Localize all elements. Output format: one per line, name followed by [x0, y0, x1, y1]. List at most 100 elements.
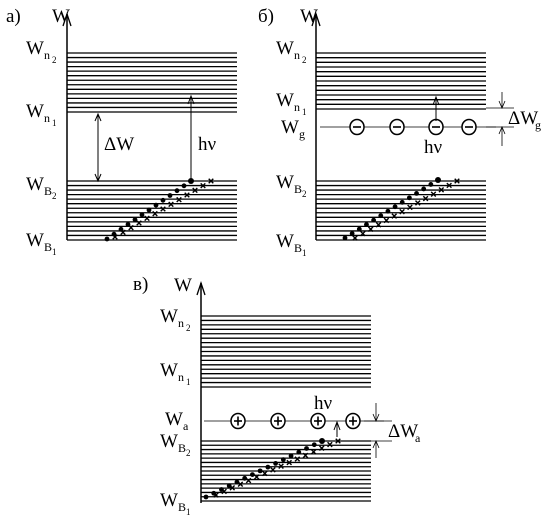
panel-a-photon-label: hν: [198, 134, 217, 155]
electron-dot: [399, 199, 405, 205]
panel-b-level-b2: W B 2: [276, 172, 307, 199]
svg-text:W: W: [276, 231, 294, 252]
svg-text:2: 2: [186, 323, 191, 333]
panel-a-conduction-band: [67, 52, 237, 113]
electron-dot: [342, 235, 348, 241]
hole-cross: [128, 224, 134, 231]
hole-cross: [136, 220, 142, 226]
svg-text:B: B: [178, 441, 186, 455]
svg-text:W: W: [276, 172, 294, 193]
hole-cross: [176, 196, 182, 203]
minus-circle-icon: [428, 118, 444, 136]
svg-text:n: n: [44, 111, 50, 125]
electron-dot: [146, 207, 152, 213]
electron-dot: [153, 202, 159, 208]
panel-b-photon-label: hν: [424, 137, 443, 158]
electron-dot: [167, 193, 173, 198]
hole-cross: [200, 182, 206, 189]
svg-text:2: 2: [52, 191, 57, 201]
panel-c-axis-arrow-icon: [196, 280, 206, 296]
electron-dot: [288, 453, 294, 459]
electron-dot: [385, 208, 391, 214]
panel-c: в) W W n 2 W n 1 W a W B 2 W B 1: [133, 274, 421, 517]
svg-text:W: W: [26, 101, 44, 122]
electron-dot: [296, 449, 302, 455]
hole-cross: [221, 488, 227, 495]
electron-dot: [304, 446, 309, 451]
electron-dot: [160, 197, 166, 203]
panel-b-delta-sub: g: [535, 118, 541, 132]
panel-c-delta-sub: a: [415, 431, 421, 445]
panel-a-level-n1: W n 1: [26, 101, 57, 128]
hole-cross: [438, 186, 445, 193]
minus-circle-icon: [389, 118, 405, 136]
electron-dot: [139, 212, 145, 218]
svg-text:2: 2: [52, 55, 57, 65]
panel-a-holes: [112, 178, 214, 240]
electron-dot: [226, 483, 232, 489]
electron-dot: [356, 226, 362, 232]
electron-dot: [234, 479, 240, 485]
plus-circle-icon: [345, 412, 361, 430]
hole-cross: [335, 438, 341, 444]
electron-dot: [203, 494, 209, 500]
hole-cross: [327, 441, 333, 448]
svg-text:1: 1: [186, 377, 191, 387]
minus-circle-icon: [349, 118, 365, 136]
electron-dot: [181, 183, 187, 189]
panel-b-level-g: W g: [281, 117, 305, 141]
panel-a-tag: а): [6, 6, 21, 27]
electron-dot: [273, 461, 278, 466]
hole-cross: [245, 477, 252, 484]
hole-cross: [375, 222, 382, 228]
hole-cross: [270, 467, 276, 473]
svg-text:W: W: [160, 360, 178, 381]
hole-cross: [446, 182, 452, 189]
electron-dot: [174, 188, 180, 194]
hole-cross: [454, 178, 460, 184]
hole-cross: [213, 492, 219, 498]
svg-text:B: B: [44, 184, 52, 198]
panel-c-delta-marker: [364, 403, 392, 458]
hole-cross: [229, 485, 236, 491]
svg-text:2: 2: [186, 448, 191, 458]
electron-dot: [371, 217, 377, 223]
panel-a-level-n2: W n 2: [26, 38, 57, 65]
electron-dot: [392, 204, 398, 210]
panel-c-tag: в): [133, 274, 148, 295]
panel-b-holes: [352, 178, 460, 241]
panel-b-photon-arrow: [432, 95, 440, 121]
hole-cross: [407, 204, 413, 211]
electron-dot: [118, 226, 124, 232]
panel-c-axis-label: W: [174, 275, 192, 296]
electron-dot: [435, 177, 441, 183]
plus-circle-icon: [270, 412, 286, 430]
hole-cross: [399, 208, 405, 215]
panel-a-gap-arrow: [94, 112, 102, 183]
hole-cross: [360, 230, 366, 237]
svg-text:1: 1: [52, 247, 57, 257]
panel-b-delta-label: ΔW: [508, 108, 538, 129]
panel-a-axis-label: W: [52, 6, 70, 27]
panel-a: а) W W n 2 W n 1 W B 2 W B 1: [6, 6, 237, 257]
panel-c-acceptor-ions: [230, 412, 361, 430]
electron-dot: [349, 231, 355, 236]
hole-cross: [367, 226, 374, 233]
hole-cross: [192, 187, 198, 194]
plus-circle-icon: [230, 412, 246, 430]
panel-a-electrons: [104, 178, 194, 242]
svg-text:W: W: [276, 38, 294, 59]
svg-text:B: B: [178, 500, 186, 514]
hole-cross: [208, 178, 214, 184]
panel-c-photon-arrow: [333, 420, 341, 437]
electron-dot: [265, 464, 271, 470]
svg-text:n: n: [294, 100, 300, 114]
panel-b-level-b1: W B 1: [276, 231, 307, 258]
svg-text:g: g: [299, 127, 305, 141]
electron-dot: [378, 213, 384, 219]
panel-a-level-b1: W B 1: [26, 230, 57, 257]
hole-cross: [414, 200, 421, 206]
electron-dot: [311, 442, 317, 448]
svg-text:1: 1: [52, 118, 57, 128]
svg-text:W: W: [26, 230, 44, 251]
